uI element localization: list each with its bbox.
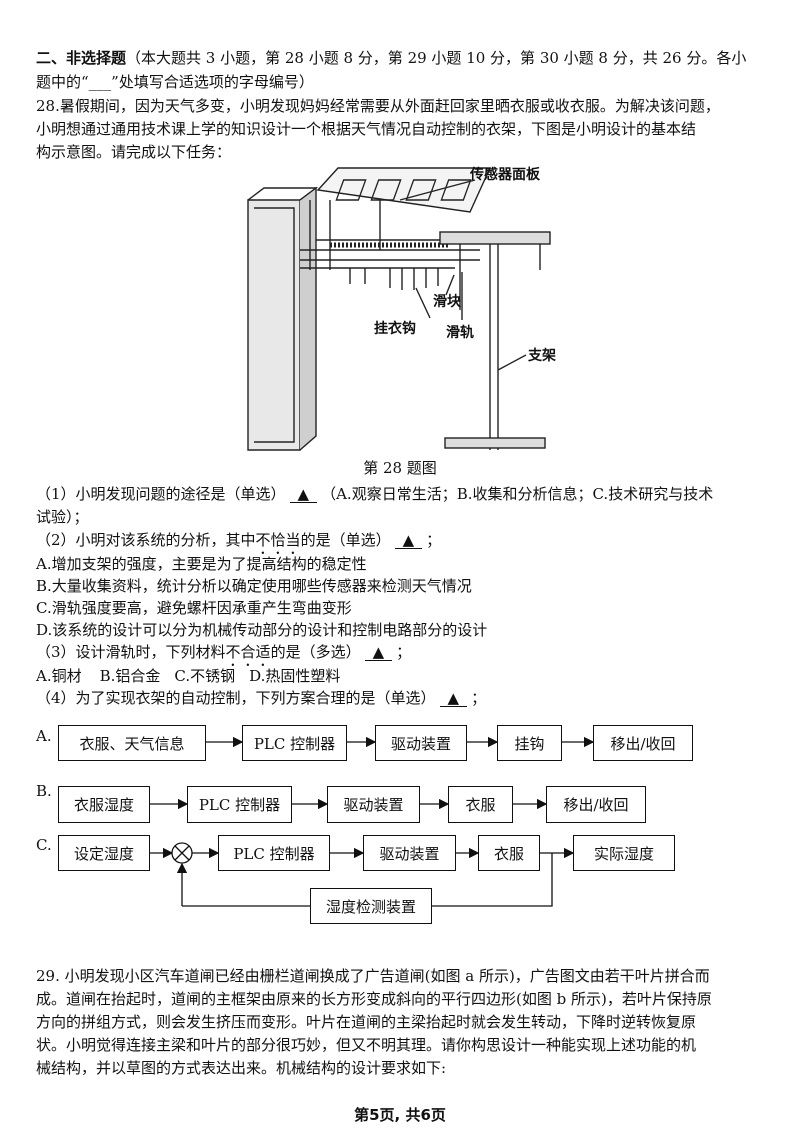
answer-blank[interactable]: ▲ xyxy=(289,486,318,503)
scheme-c-box-2: PLC 控制器 xyxy=(218,835,330,871)
q28-part3: （3）设计滑轨时，下列材料不合适的是（多选）▲； xyxy=(36,642,411,670)
scheme-a-label: A. xyxy=(36,727,52,745)
scheme-b-label: B. xyxy=(36,782,52,800)
scheme-b-box-3: 驱动装置 xyxy=(327,786,420,823)
scheme-c-box-1: 设定湿度 xyxy=(58,835,150,871)
q28-stem-1: 28.暑假期间，因为天气多变，小明发现妈妈经常需要从外面赶回家里晒衣服或收衣服。… xyxy=(36,97,720,115)
q29-stem-3: 方向的拼组方式，则会发生挤压而变形。叶片在道闸的主梁抬起时就会发生转动，下降时逆… xyxy=(36,1013,697,1031)
p3-option-b: B.铝合金 xyxy=(99,667,161,685)
label-sensor-panel: 传感器面板 xyxy=(470,167,540,183)
q28-stem-2: 小明想通过通用技术课上学的知识设计一个根据天气情况自动控制的衣架，下图是小明设计… xyxy=(36,120,697,138)
section-desc: （本大题共 3 小题，第 28 小题 8 分，第 29 小题 10 分，第 30… xyxy=(126,49,747,67)
figure-caption: 第 28 题图 xyxy=(363,459,437,477)
q29-stem-4: 状。小明觉得连接主梁和叶片的部分很巧妙，但又不明其理。请你构思设计一种能实现上述… xyxy=(36,1036,697,1054)
scheme-a-box-5: 移出/收回 xyxy=(593,725,693,761)
page-footer: 第5页, 共6页 xyxy=(354,1106,446,1124)
semicolon: ； xyxy=(426,531,442,549)
q28-stem-3: 构示意图。请完成以下任务： xyxy=(36,143,232,161)
q29-stem-5: 械结构，并以草图的方式表达出来。机械结构的设计要求如下: xyxy=(36,1059,447,1077)
label-hook: 挂衣钩 xyxy=(374,321,416,337)
p3-options: A.铜材 B.铝合金 C.不锈钢 D.热固性塑料 xyxy=(36,666,340,686)
p3-option-a: A.铜材 xyxy=(36,667,82,685)
scheme-c-box-5: 实际湿度 xyxy=(573,835,675,871)
p3-text: （3）设计滑轨时，下列材料 xyxy=(36,643,226,661)
p4-text: （4）为了实现衣架的自动控制，下列方案合理的是（单选） xyxy=(36,689,436,707)
p2-text-b: 的是（单选） xyxy=(300,531,391,549)
p2-option-b: B.大量收集资料，统计分析以确定使用哪些传感器来检测天气情况 xyxy=(36,577,472,595)
scheme-a-box-1: 衣服、天气信息 xyxy=(58,725,206,761)
section-title: 二、非选择题 xyxy=(36,49,127,67)
semicolon: ； xyxy=(471,689,487,707)
label-slider: 滑块 xyxy=(433,294,461,310)
answer-blank[interactable]: ▲ xyxy=(364,644,393,661)
scheme-a-box-2: PLC 控制器 xyxy=(242,725,347,761)
q29-stem-1: 29. 小明发现小区汽车道闸已经由栅栏道闸换成了广告道闸(如图 a 所示)，广告… xyxy=(36,967,710,985)
scheme-c-box-4: 衣服 xyxy=(478,835,540,871)
semicolon: ； xyxy=(396,643,412,661)
scheme-b-box-5: 移出/收回 xyxy=(546,786,646,823)
q28-part1-cont: 试验）； xyxy=(36,508,89,526)
answer-blank[interactable]: ▲ xyxy=(439,690,468,707)
p3-emphasis: 不合适 xyxy=(225,643,271,661)
p3-option-d: D.热固性塑料 xyxy=(249,667,341,685)
p1-options: （A.观察日常生活；B.收集和分析信息；C.技术研究与技术 xyxy=(321,485,714,503)
p2-option-c: C.滑轨强度要高，避免螺杆因承重产生弯曲变形 xyxy=(36,599,352,617)
label-stand: 支架 xyxy=(528,348,556,364)
scheme-b-box-4: 衣服 xyxy=(448,786,513,823)
q28-part2: （2）小明对该系统的分析，其中不恰当的是（单选）▲； xyxy=(36,530,441,558)
scheme-c-label: C. xyxy=(36,836,52,854)
q28-part4: （4）为了实现衣架的自动控制，下列方案合理的是（单选）▲； xyxy=(36,688,486,708)
p2-emphasis: 不恰当 xyxy=(255,531,301,549)
section-header: 二、非选择题（本大题共 3 小题，第 28 小题 8 分，第 29 小题 10 … xyxy=(36,48,746,68)
answer-blank[interactable]: ▲ xyxy=(394,532,423,549)
label-rail: 滑轨 xyxy=(446,325,474,341)
scheme-b-box-1: 衣服湿度 xyxy=(58,786,150,823)
p3-text-b: 的是（多选） xyxy=(270,643,361,661)
p2-option-d: D.该系统的设计可以分为机械传动部分的设计和控制电路部分的设计 xyxy=(36,621,488,639)
scheme-b-box-2: PLC 控制器 xyxy=(187,786,292,823)
q28-part1: （1）小明发现问题的途径是（单选）▲（A.观察日常生活；B.收集和分析信息；C.… xyxy=(36,484,713,504)
p3-option-c: C.不锈钢 xyxy=(174,667,236,685)
scheme-c-feedback-box: 湿度检测装置 xyxy=(310,888,432,924)
clothes-rack-figure xyxy=(247,167,551,451)
p1-text: （1）小明发现问题的途径是（单选） xyxy=(36,485,286,503)
p2-text: （2）小明对该系统的分析，其中 xyxy=(36,531,256,549)
p2-option-a: A.增加支架的强度，主要是为了提高结构的稳定性 xyxy=(36,555,367,573)
section-desc-2: 题中的“___”处填写合适选项的字母编号） xyxy=(36,73,314,91)
scheme-c-box-3: 驱动装置 xyxy=(363,835,456,871)
scheme-a-box-4: 挂钩 xyxy=(497,725,562,761)
q29-stem-2: 成。道闸在抬起时，道闸的主框架由原来的长方形变成斜向的平行四边形(如图 b 所示… xyxy=(36,990,712,1008)
scheme-a-box-3: 驱动装置 xyxy=(375,725,467,761)
